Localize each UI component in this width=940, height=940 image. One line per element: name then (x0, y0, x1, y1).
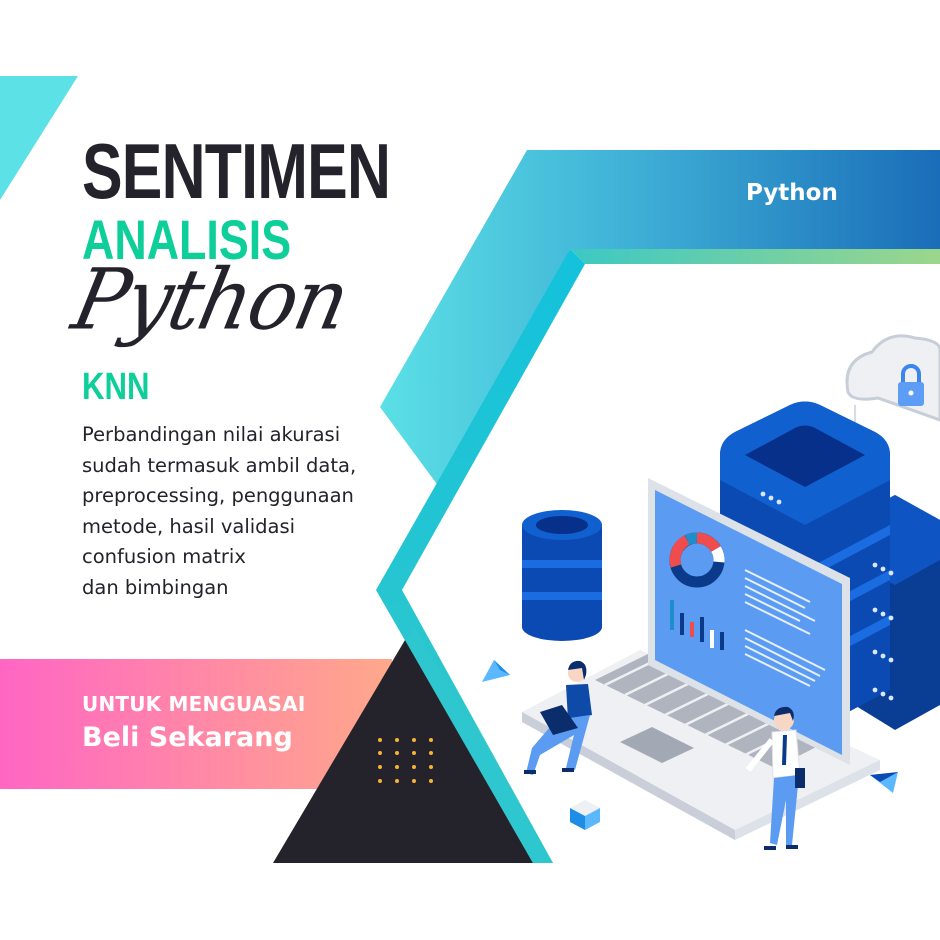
python-tag-label: Python (746, 180, 838, 206)
dark-triangle (273, 640, 533, 863)
cta-banner-bg (0, 659, 392, 789)
description-line: Perbandingan nilai akurasi (82, 423, 341, 446)
description-line: sudah termasuk ambil data, (82, 453, 357, 477)
poster-subtitle: ANALISIS (82, 208, 292, 271)
buy-now-button[interactable]: Beli Sekarang (82, 722, 293, 753)
pyramid-icon-right (870, 772, 898, 793)
businessman-walking (745, 706, 805, 850)
python-tag-shape (380, 150, 940, 495)
description-line: metode, hasil validasi (82, 514, 296, 538)
poster-title: SENTIMEN (82, 127, 391, 215)
person-with-laptop (524, 660, 592, 775)
description-line: preprocessing, penggunaan (82, 484, 354, 507)
pyramid-icon-left (482, 660, 510, 682)
description-line: confusion matrix (82, 545, 246, 568)
cta-line-1: UNTUK MENGUASAI (82, 692, 306, 716)
cube-icon (570, 800, 600, 830)
description-line: dan bimbingan (82, 575, 229, 599)
corner-triangle (0, 76, 78, 200)
description: Perbandingan nilai akurasi sudah termasu… (82, 420, 412, 603)
script-title: Python (64, 250, 356, 349)
cloud-lock-icon (845, 334, 940, 422)
database-icon (522, 510, 602, 641)
laptop-dashboard-icon (522, 478, 880, 840)
method-label: KNN (82, 366, 150, 408)
dot-grid (378, 738, 433, 783)
